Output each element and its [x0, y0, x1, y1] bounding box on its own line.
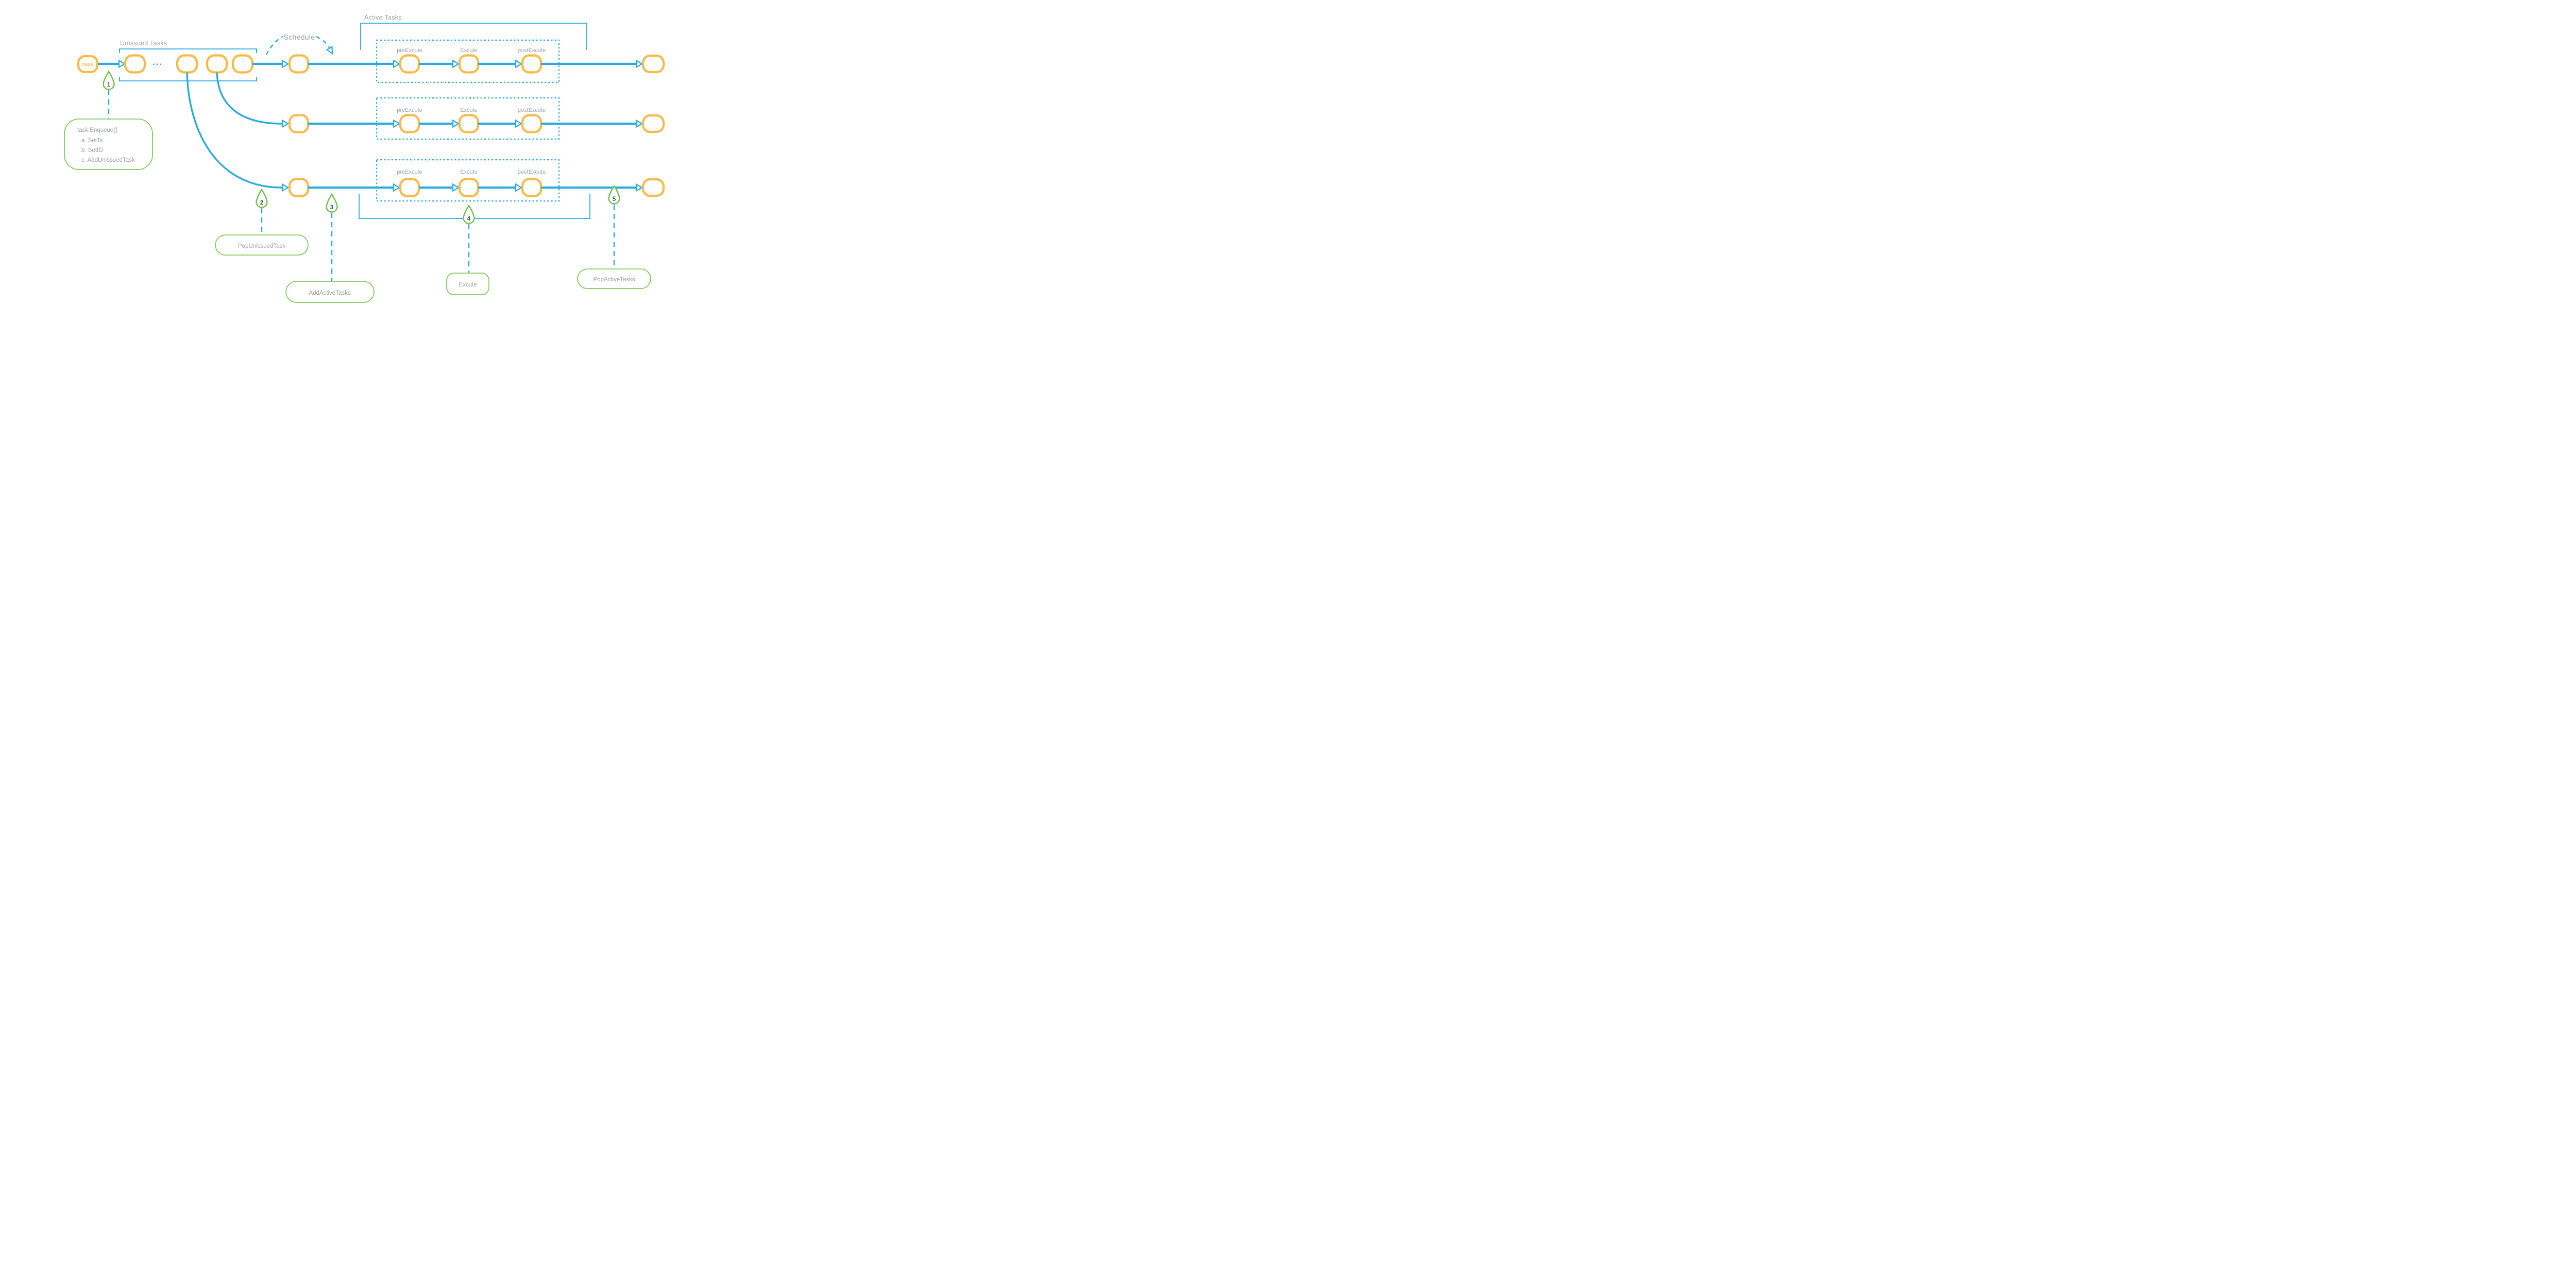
task-node-label: task	[82, 62, 93, 68]
schedule-arc-arrowhead-icon	[326, 46, 333, 55]
row2-arrow-pre-exec-head-icon	[452, 119, 460, 128]
row2-exec-label: Excute	[460, 107, 478, 113]
row3-active-dotted-box	[376, 159, 560, 202]
diagram-page: Unissued Tasks task ... Schedule Active …	[0, 0, 778, 320]
row1-post-node	[521, 54, 543, 74]
curve-queue-to-row3	[186, 72, 282, 189]
callout-enqueue-item-b: b. SetID	[81, 147, 103, 154]
row3-arrow-to-end-head-icon	[635, 183, 643, 192]
callout-pop-active-label: PopActiveTasks	[593, 277, 635, 283]
schedule-label: Schedule	[284, 33, 315, 41]
row3-arrow-pre-exec-head-icon	[452, 183, 460, 192]
row2-exec-node	[458, 114, 480, 133]
unissued-tasks-label: Unissued Tasks	[120, 40, 167, 47]
row1-active-dotted-box	[376, 39, 560, 83]
row3-scheduled-node	[288, 178, 310, 197]
row1-end-node	[641, 54, 665, 74]
curve-queue-to-row2-head-icon	[281, 119, 290, 128]
row3-post-label: postExcute	[518, 169, 546, 175]
callout-pop-unissued	[215, 234, 309, 256]
queue-node-2	[176, 54, 198, 74]
curve-queue-to-row3-head-icon	[281, 183, 290, 192]
schedule-arc-right-icon	[316, 36, 332, 50]
active-tasks-top-bracket	[360, 23, 587, 50]
row1-arrow-to-end-head-icon	[635, 59, 643, 69]
row2-scheduled-node	[288, 114, 310, 133]
marker5-drop-icon	[608, 184, 620, 205]
queue-ellipsis: ...	[152, 57, 163, 67]
row2-end-node	[641, 114, 665, 133]
task-node	[77, 55, 99, 74]
callout-add-active-label: AddActiveTasks	[309, 290, 350, 296]
arrow-task-to-queue-head-icon	[118, 59, 126, 69]
row3-pre-node	[399, 178, 420, 197]
queue-node-1	[124, 54, 146, 74]
unissued-top-bracket	[119, 48, 257, 53]
row1-arrow-exec-post-head-icon	[515, 59, 523, 69]
row3-end-node	[641, 178, 665, 197]
row2-arrow-to-pre-head-icon	[393, 119, 401, 128]
arrow-queue-to-schedule-head-icon	[281, 59, 290, 69]
callout-add-active	[285, 281, 375, 303]
row1-exec-label: Excute	[460, 47, 478, 54]
queue-node-3	[206, 54, 228, 74]
row1-arrow-pre-exec-head-icon	[452, 59, 460, 69]
marker4-number: 4	[467, 216, 471, 222]
marker3-number: 3	[330, 205, 333, 211]
row3-exec-label: Excute	[460, 169, 478, 175]
row1-post-label: postExcute	[518, 47, 546, 54]
row3-arrow-to-pre-head-icon	[393, 183, 401, 192]
row2-pre-node	[399, 114, 420, 133]
row3-exec-node	[458, 178, 480, 197]
worker-row-2: preExcute Excute postExcute	[288, 97, 665, 140]
row1-arrow-to-pre-head-icon	[393, 59, 401, 69]
row3-arrow-exec-post-head-icon	[515, 183, 523, 192]
worker-row-1: preExcute Excute postExcute	[288, 39, 665, 83]
row2-arrow-exec-post-head-icon	[515, 119, 523, 128]
row2-pre-label: preExcute	[397, 107, 422, 113]
row2-post-label: postExcute	[518, 107, 546, 113]
callout-excute-label: Excute	[459, 282, 477, 288]
callout-enqueue-item-a: a. SetTs	[81, 138, 103, 144]
queue-node-4	[231, 54, 254, 74]
marker2-number: 2	[260, 200, 263, 206]
callout-enqueue	[64, 119, 153, 170]
marker4-drop-icon	[463, 204, 475, 224]
task-scheduler-diagram: Unissued Tasks task ... Schedule Active …	[64, 14, 665, 303]
callout-enqueue-title: task.Enqueue()	[77, 127, 117, 133]
row1-pre-label: preExcute	[397, 47, 422, 54]
callout-pop-unissued-label: PopUnissuedTask	[238, 243, 285, 249]
row3-pre-label: preExcute	[397, 169, 422, 175]
row1-exec-node	[458, 54, 480, 74]
active-tasks-label: Active Tasks	[364, 14, 402, 21]
row3-post-node	[521, 178, 543, 197]
schedule-arc-left-icon	[265, 36, 283, 55]
marker3-drop-icon	[326, 193, 338, 213]
callout-excute	[446, 273, 489, 295]
marker2-drop-icon	[256, 188, 268, 208]
active-tasks-bottom-bracket	[359, 194, 590, 219]
callout-enqueue-item-c: c. AddUnissuedTask	[81, 157, 135, 163]
worker-row-3: preExcute Excute postExcute	[288, 159, 665, 202]
row1-scheduled-node	[288, 54, 310, 74]
marker5-number: 5	[613, 196, 616, 203]
row2-post-node	[521, 114, 543, 133]
curve-queue-to-row2	[216, 72, 282, 125]
row1-pre-node	[399, 54, 420, 74]
row2-active-dotted-box	[376, 97, 560, 140]
callout-pop-active	[577, 268, 651, 289]
marker1-number: 1	[107, 82, 111, 88]
marker1-drop-icon	[103, 70, 115, 90]
row2-arrow-to-end-head-icon	[635, 119, 643, 128]
